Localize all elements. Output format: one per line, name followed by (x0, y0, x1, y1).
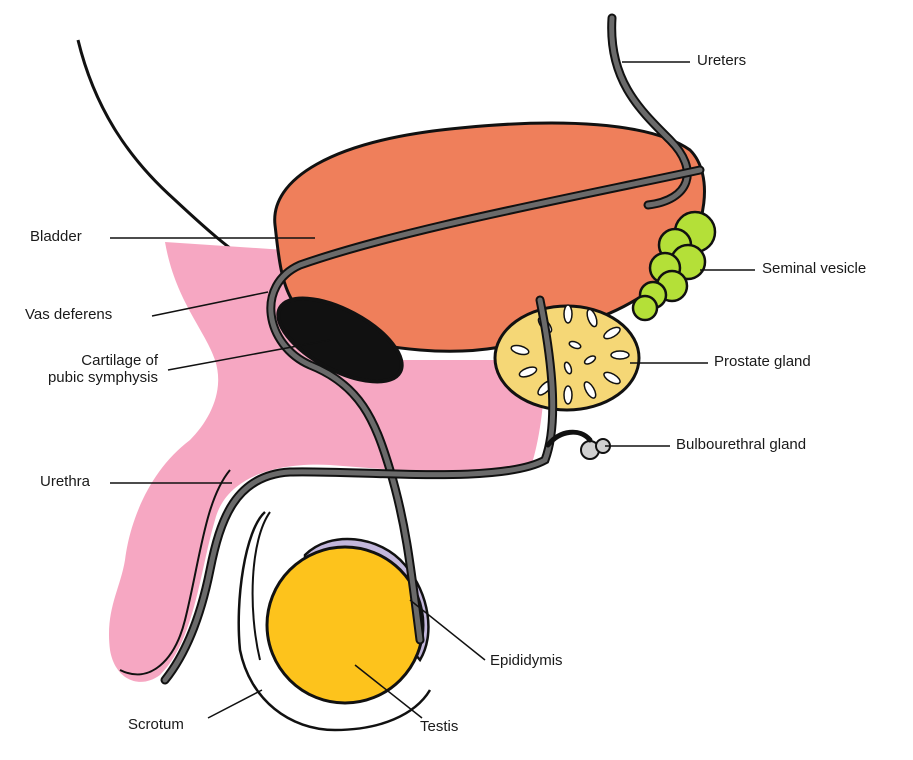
label-seminal-vesicle: Seminal vesicle (762, 260, 867, 277)
label-bulbourethral-gland: Bulbourethral gland (676, 436, 807, 453)
prostate-gland-shape (493, 304, 641, 412)
bulbourethral-gland-shape (580, 438, 611, 460)
label-bladder: Bladder (30, 228, 82, 245)
label-vas-deferens: Vas deferens (25, 306, 113, 323)
label-prostate-gland: Prostate gland (714, 353, 811, 370)
vas-deferens-duct-fill (268, 167, 703, 643)
label-cartilage-line1: Cartilage of (81, 352, 158, 369)
label-testis: Testis (420, 718, 459, 735)
label-cartilage: Cartilage of pubic symphysis (8, 352, 158, 387)
scrotum-inner (251, 511, 271, 661)
label-cartilage-line2: pubic symphysis (47, 369, 158, 387)
pink-tissue (108, 242, 545, 682)
leader-cartilage (167, 339, 331, 371)
leader-vas-deferens (151, 291, 269, 317)
label-scrotum: Scrotum (128, 716, 184, 733)
scrotum-outline (237, 511, 432, 732)
label-ureters: Ureters (697, 52, 747, 69)
ureter-duct-fill (609, 15, 690, 208)
testis-shape (265, 545, 425, 705)
label-urethra: Urethra (40, 473, 91, 490)
label-epididymis: Epididymis (490, 652, 563, 669)
leader-epididymis (409, 599, 486, 661)
pubic-cartilage-shape (276, 296, 404, 384)
penis-outline (119, 469, 231, 676)
urethra-duct-fill (162, 297, 556, 683)
leader-testis (354, 664, 423, 719)
bulbourethral-duct (545, 429, 593, 448)
leader-scrotum (207, 689, 263, 719)
seminal-vesicle-shape (631, 210, 717, 322)
body-contour (76, 39, 251, 264)
